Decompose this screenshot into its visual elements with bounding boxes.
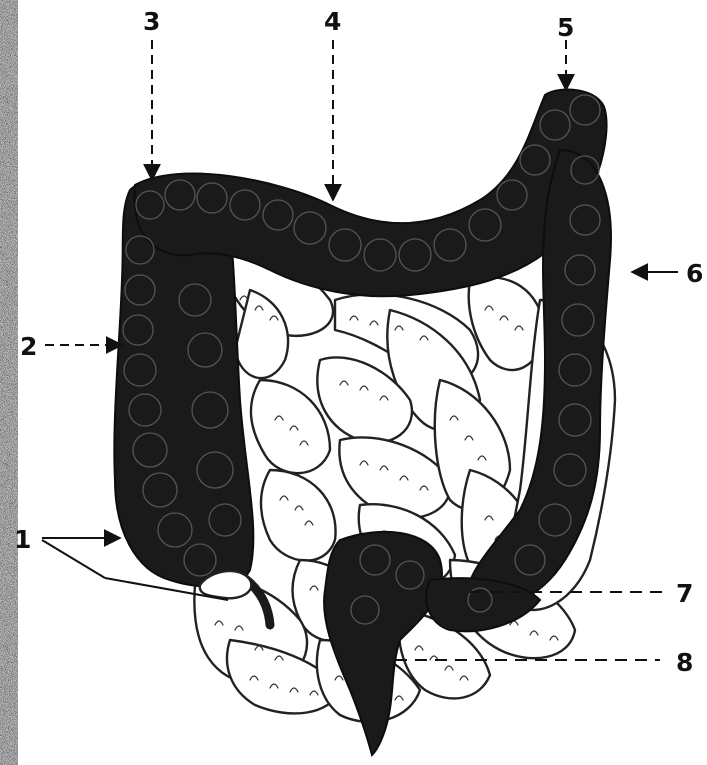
label-5: 5 (557, 13, 574, 42)
label-6: 6 (686, 259, 703, 288)
label-4: 4 (324, 7, 341, 36)
label-3: 3 (143, 7, 160, 36)
label-8: 8 (676, 648, 693, 677)
label-1: 1 (14, 525, 31, 554)
label-2: 2 (20, 332, 37, 361)
scan-edge-texture (0, 0, 18, 765)
label-7: 7 (676, 579, 693, 608)
